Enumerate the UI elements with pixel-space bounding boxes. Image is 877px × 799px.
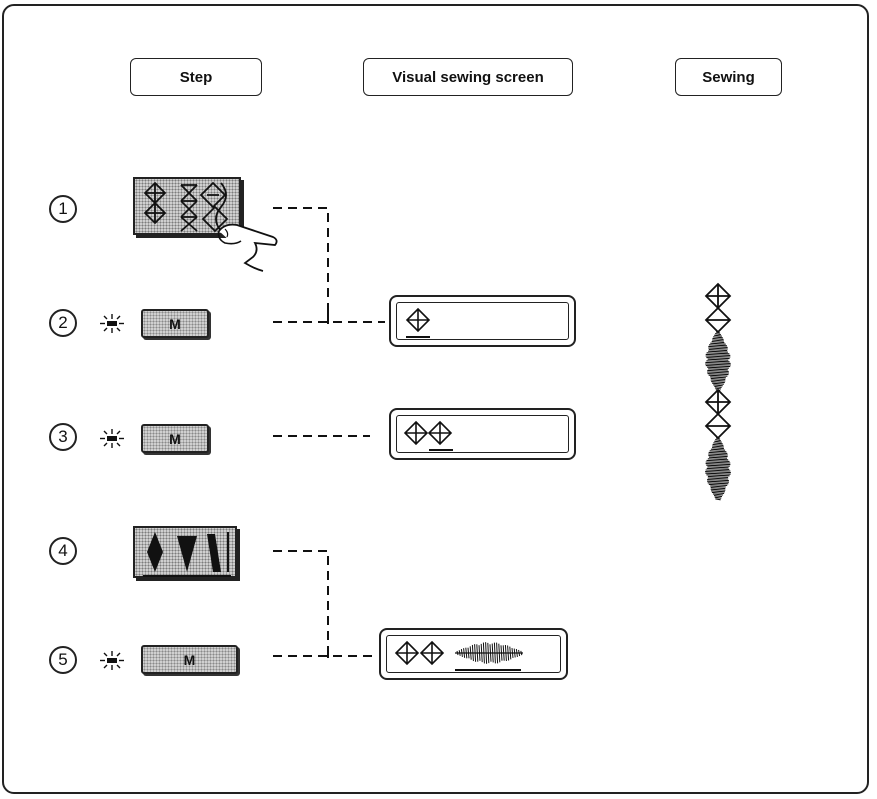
visual-screen-2: [389, 408, 576, 460]
diamond-cross-icon: [405, 307, 435, 341]
visual-screen-1: [389, 295, 576, 347]
diamond-satin-sequence-icon: [395, 640, 555, 674]
diamond-cross-pair-icon: [403, 420, 463, 454]
visual-screen-3: [379, 628, 568, 680]
sewn-stitch-result: [690, 282, 750, 502]
